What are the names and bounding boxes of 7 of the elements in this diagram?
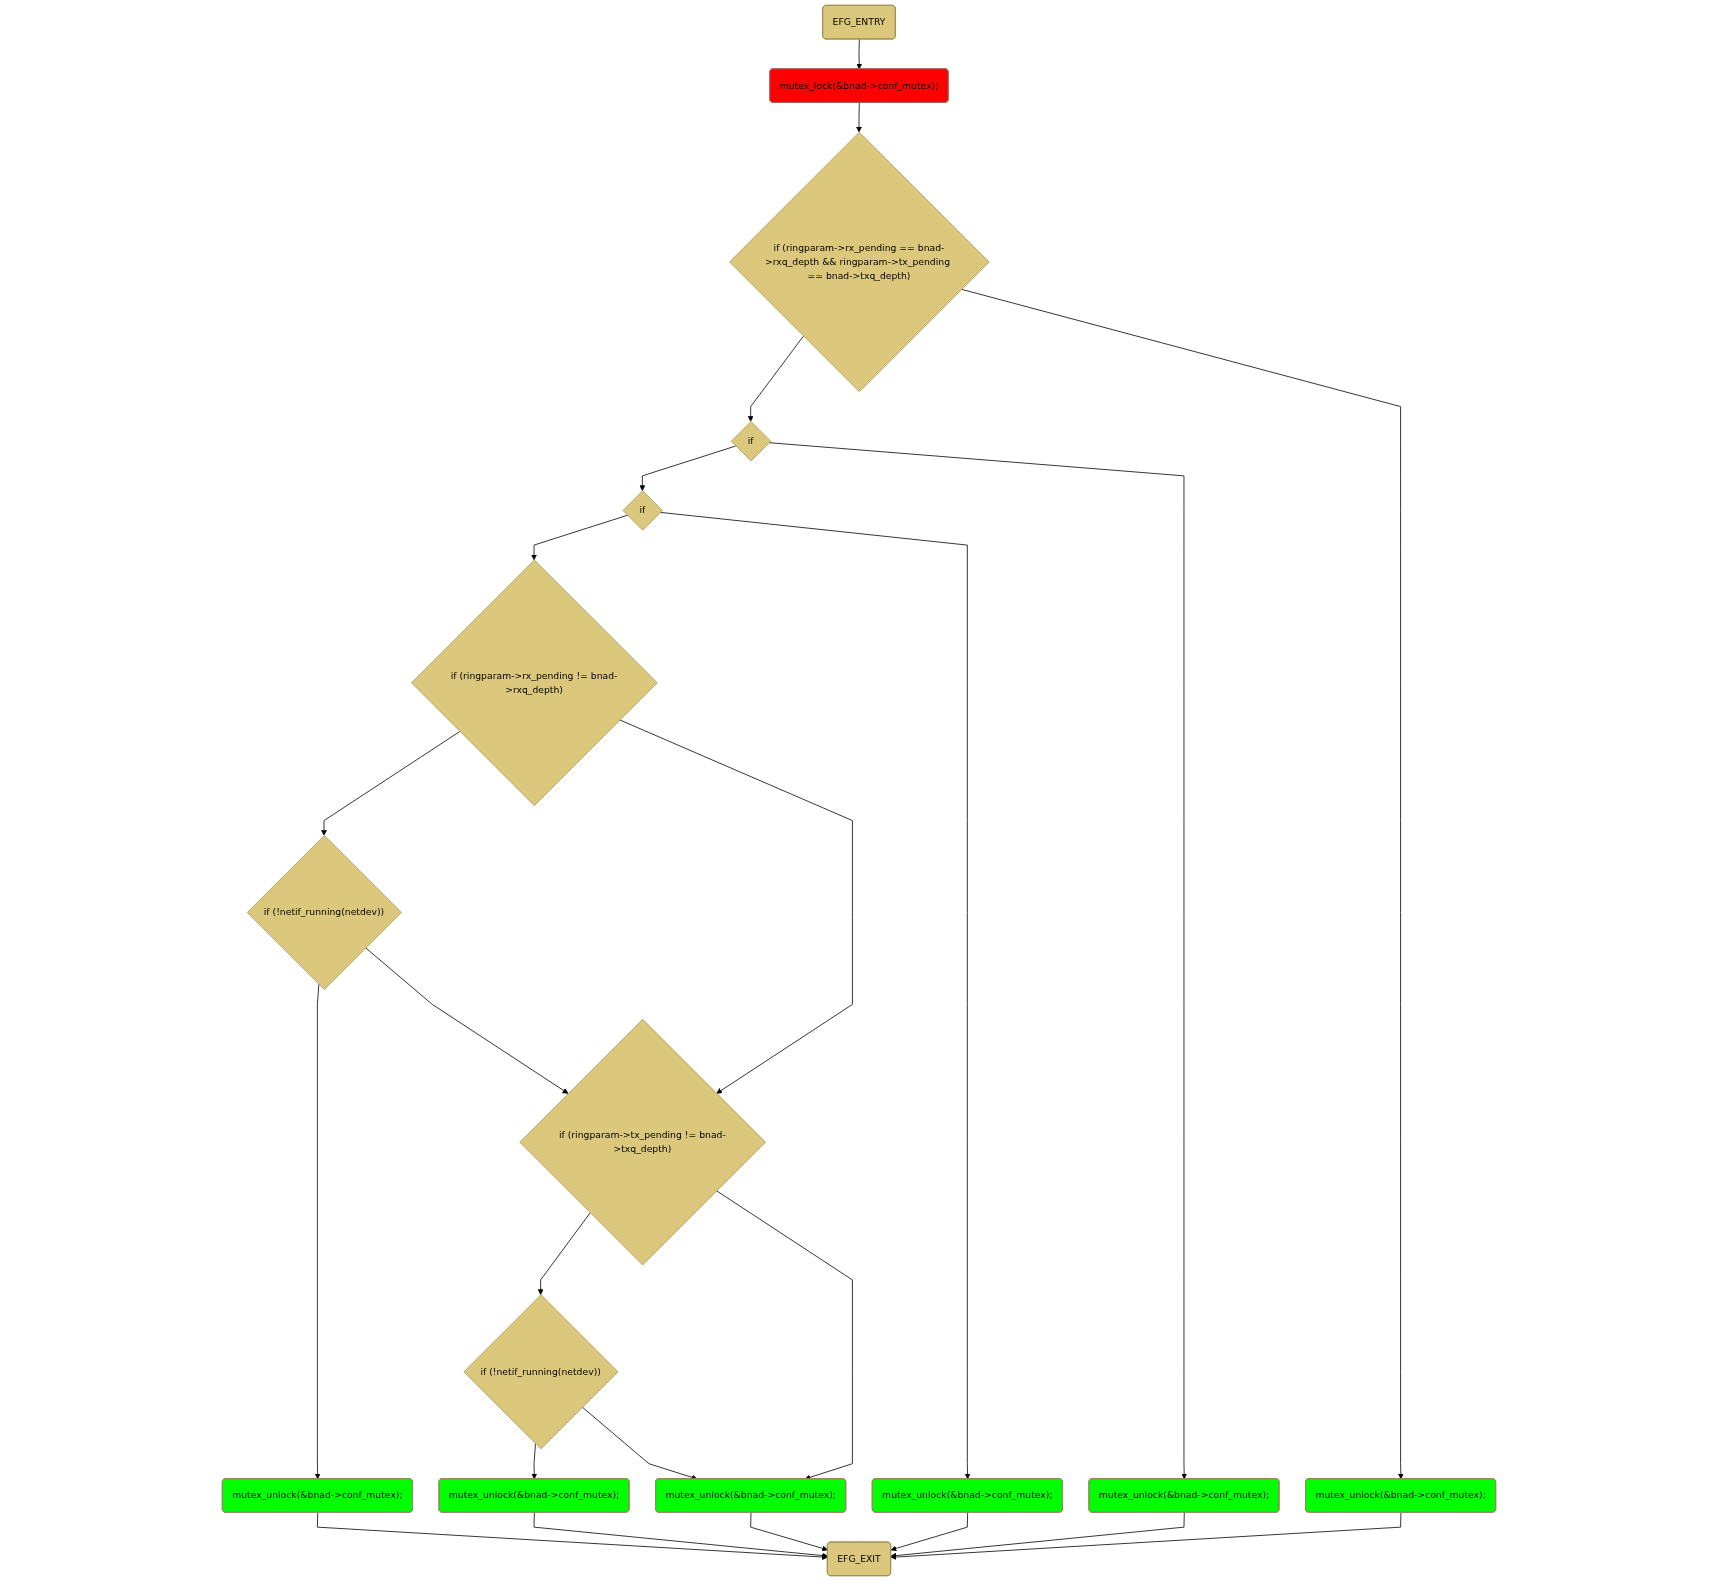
node-diamond: if (!netif_running(netdev)) <box>246 835 402 990</box>
node-diamond: if (ringparam->tx_pending != bnad->txq_depth) <box>519 1018 766 1266</box>
node-diamond: if <box>730 421 771 462</box>
node-diamond: if (ringparam->rx_pending != bnad->rxq_depth) <box>410 559 658 807</box>
node-diamond: if (ringparam->rx_pending == bnad->rxq_depth && ringparam->tx_pending == bnad->txq_depth) <box>728 131 989 393</box>
node-diamond: if <box>622 490 663 531</box>
node-diamond: if (!netif_running(netdev)) <box>463 1294 618 1450</box>
